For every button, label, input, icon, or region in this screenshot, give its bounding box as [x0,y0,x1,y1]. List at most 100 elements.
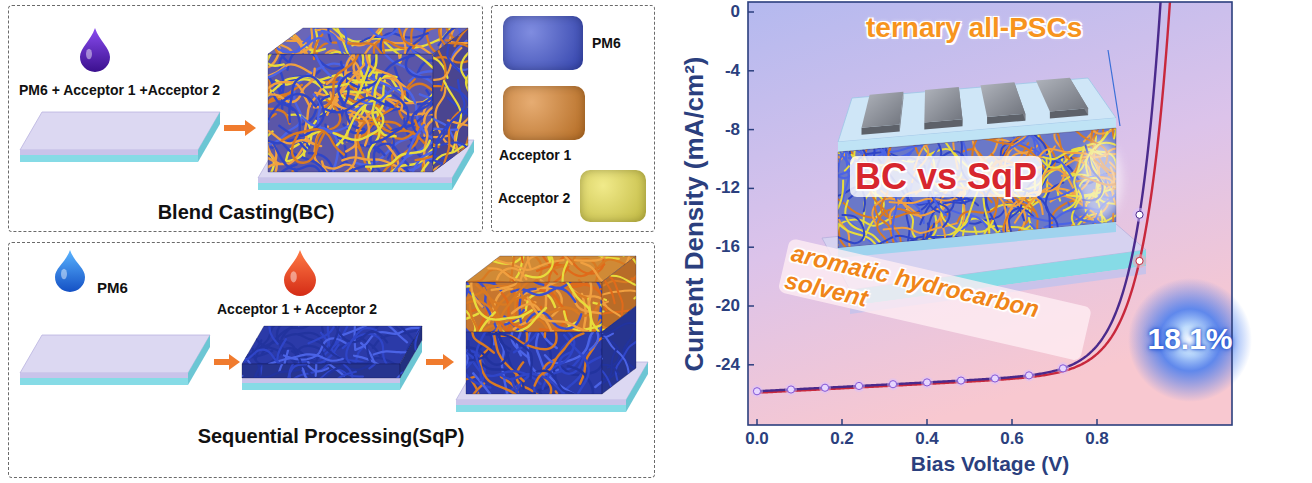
data-point [923,379,930,386]
fiber [325,98,393,113]
fiber [536,285,607,306]
tick-label: 0 [686,2,740,22]
fiber [462,393,534,418]
fiber [434,248,468,298]
fiber [476,281,529,307]
process-panel: PM6 + Acceptor 1 +Acceptor 2Blend Castin… [8,5,483,232]
substrate-side [198,112,220,162]
fiber [246,384,299,411]
efficiency-value: 18.1% [1140,322,1240,357]
fiber [822,218,883,243]
substrate-layer [242,378,400,383]
solution-drop [55,250,85,292]
solution-drop [284,250,316,296]
substrate-front [20,155,198,162]
fiber [580,263,608,306]
fiber [193,137,265,148]
fiber [799,180,843,235]
fiber [471,53,496,119]
legend-swatch [503,16,583,70]
fiber [1116,81,1152,126]
fiber [385,174,426,229]
fiber [642,372,674,432]
fiber [577,233,608,276]
substrate-side [188,335,210,385]
fiber [553,311,604,349]
fiber [224,103,290,124]
fiber [321,51,343,90]
fiber [303,368,344,411]
fiber [314,176,379,205]
electrode-top [1036,78,1088,112]
fiber-texture [410,189,704,351]
fiber [795,96,854,130]
fiber [348,43,389,88]
fiber [387,269,406,333]
data-point [957,377,964,384]
fiber [229,20,282,58]
fiber [546,281,607,310]
fiber-texture [172,303,419,442]
fiber [400,145,439,193]
fiber [352,338,404,377]
fiber [222,335,260,377]
fiber [417,120,450,184]
fiber [324,52,380,93]
tick-label: -16 [686,237,740,257]
substrate-layer [258,178,452,183]
fiber [395,18,458,41]
fiber [402,162,425,226]
fiber [328,338,402,350]
face-edge [268,54,433,172]
fiber [433,139,500,163]
fiber [232,92,294,129]
fiber [815,163,838,224]
fiber [368,38,428,55]
fiber [247,373,297,427]
fiber [550,305,613,337]
substrate-layer [20,373,188,378]
fiber [572,290,644,303]
fiber [284,321,342,362]
fiber [849,89,861,154]
fiber [434,142,468,164]
data-point [855,382,862,389]
fiber [608,378,672,410]
fiber [241,269,283,329]
fiber [288,43,337,85]
fiber [535,333,584,385]
fiber [634,314,658,374]
fiber [292,134,324,163]
tick-label: -12 [686,178,740,198]
fiber [790,134,863,144]
solution-drop [80,28,110,72]
fiber [312,55,343,104]
electrode-top [980,82,1025,117]
fiber [515,382,552,417]
fiber [352,0,406,45]
fiber [366,54,403,110]
fiber [414,347,463,378]
drop-highlight [61,269,67,280]
fiber [463,189,491,247]
drop-highlight [290,271,296,282]
fiber [528,297,590,332]
fiber [577,392,630,439]
fiber [419,163,461,212]
fiber [572,287,598,350]
fiber [452,41,493,70]
tick-label: 0.4 [897,429,957,449]
fiber [813,158,837,201]
fiber [805,116,850,154]
leader-line [1108,50,1120,126]
fiber [485,240,514,290]
data-point [889,381,896,388]
fiber [595,403,669,420]
fiber [366,0,414,46]
fiber [287,324,334,363]
fiber [581,286,605,330]
tick-mark [748,364,754,366]
substrate-top [20,335,210,373]
face-edge [466,332,602,394]
